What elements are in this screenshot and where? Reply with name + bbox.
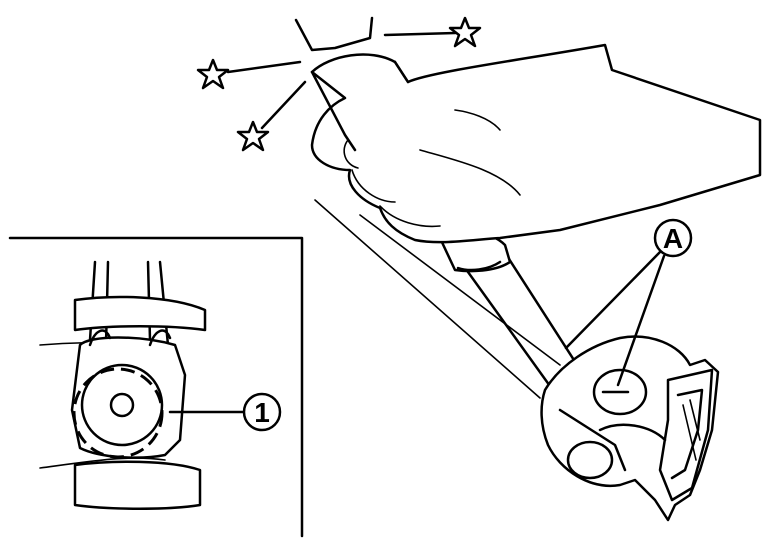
- impact-star-icon: [196, 58, 230, 90]
- impact-star-icon: [448, 16, 482, 48]
- impact-star-icon: [236, 120, 270, 152]
- drive-shaft-icon: [314, 199, 561, 399]
- callout-1-label: 1: [254, 397, 270, 428]
- callout-1: 1: [168, 392, 282, 432]
- hand-icon: [310, 43, 762, 244]
- callout-a-label: A: [663, 223, 683, 254]
- universal-joint-icon: [540, 335, 720, 522]
- impact-marks: [196, 16, 482, 152]
- snap-ring-icon: [80, 363, 164, 447]
- callout-a: A: [564, 218, 693, 387]
- detail-inset: [8, 236, 304, 538]
